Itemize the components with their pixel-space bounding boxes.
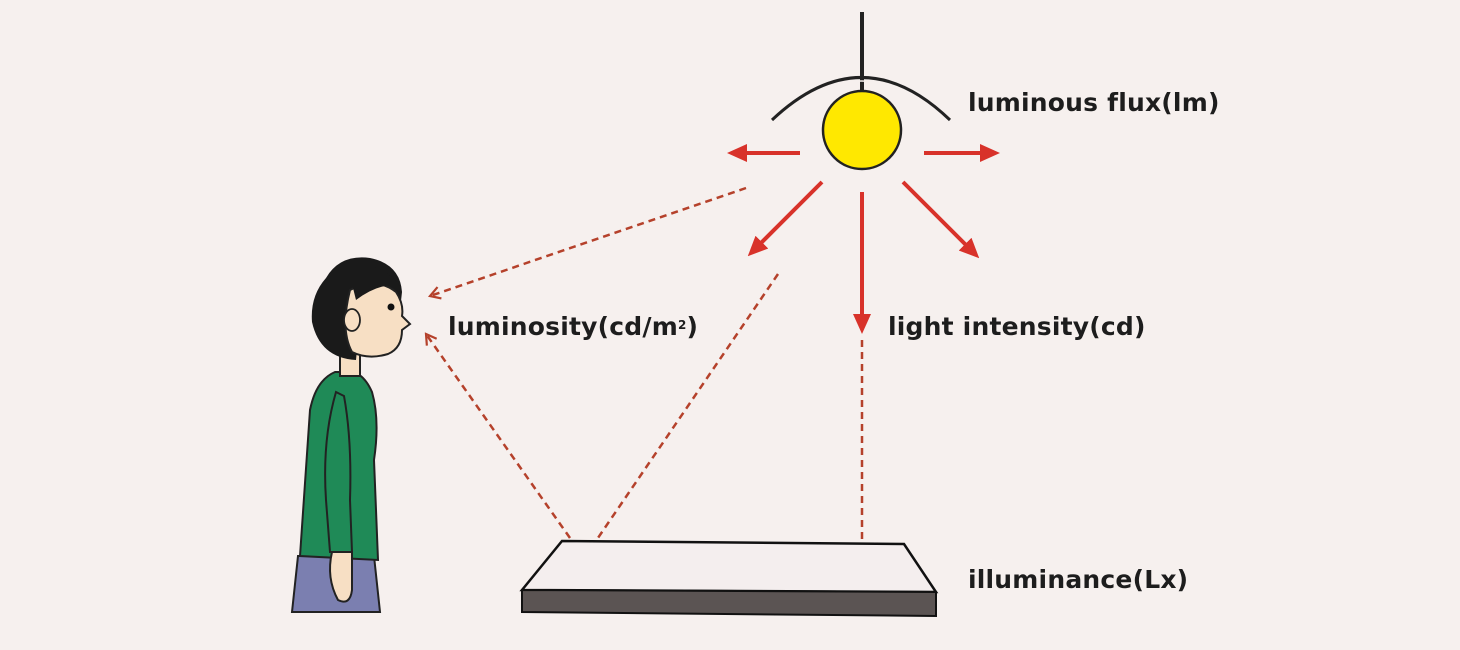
ray-lamp-to-table bbox=[587, 273, 780, 554]
illuminance-label: illuminance(Lx) bbox=[968, 565, 1189, 594]
ray-lamp-to-eye bbox=[430, 186, 747, 296]
dashed-rays bbox=[426, 186, 862, 570]
person-face bbox=[344, 282, 412, 358]
flux-arrow-down-left bbox=[747, 180, 824, 257]
lamp-bulb bbox=[821, 89, 903, 171]
light-intensity-label: light intensity(cd) bbox=[888, 312, 1146, 341]
luminous-flux-label: luminous flux(lm) bbox=[968, 88, 1220, 117]
person-hand bbox=[329, 551, 353, 603]
lamp-shade bbox=[770, 76, 952, 122]
luminous-flux-arrows bbox=[727, 144, 1000, 334]
ray-table-to-eye bbox=[426, 334, 572, 539]
table-surface bbox=[519, 539, 939, 618]
person-figure bbox=[290, 257, 412, 613]
luminosity-label: luminosity(cd/m2) bbox=[448, 312, 699, 341]
flux-arrow-down-right bbox=[901, 180, 980, 259]
person-eye bbox=[387, 303, 395, 311]
